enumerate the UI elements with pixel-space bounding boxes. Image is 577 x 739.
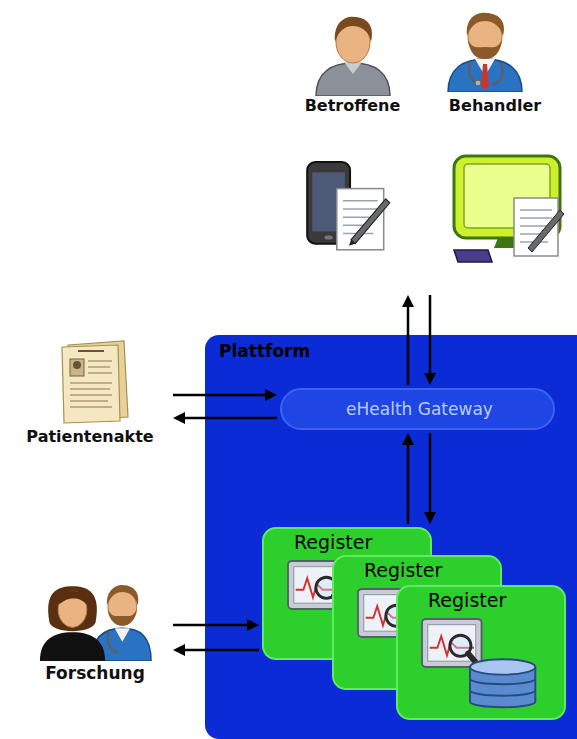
person-node: Behandler xyxy=(420,0,570,292)
smartphone-icon xyxy=(302,158,394,260)
flow-arrow xyxy=(402,433,414,524)
arrow-line xyxy=(407,305,410,385)
icon-part xyxy=(351,199,390,244)
person-icon xyxy=(308,10,398,96)
gateway-band: eHealth Gateway xyxy=(280,388,555,430)
icon-part xyxy=(448,59,522,92)
icon-part xyxy=(78,350,104,352)
arrow-line xyxy=(429,295,432,375)
researchers-icon xyxy=(38,565,153,661)
node-label: Forschung xyxy=(45,663,145,683)
arrow-line xyxy=(183,417,277,420)
arrow-head xyxy=(265,389,277,401)
person-node: Betroffene xyxy=(290,0,415,292)
node-label: Plattform xyxy=(219,341,310,361)
arrow-head xyxy=(424,512,436,524)
node-label: eHealth Gateway xyxy=(346,399,493,419)
flow-arrow xyxy=(173,619,259,631)
icon-part xyxy=(108,609,137,625)
node-label: Behandler xyxy=(449,96,541,115)
icon-part xyxy=(469,62,480,82)
flow-arrow xyxy=(173,389,277,401)
arrow-line xyxy=(173,624,249,627)
icon-part xyxy=(70,361,112,407)
node-label: Register xyxy=(294,531,372,554)
icon-part xyxy=(115,628,130,641)
arrow-head xyxy=(173,412,185,424)
arrow-head xyxy=(402,433,414,445)
node-label: Register xyxy=(428,589,506,612)
icon-part xyxy=(454,250,492,262)
arrow-line xyxy=(183,649,259,652)
arrow-head xyxy=(424,373,436,385)
icon-part xyxy=(70,359,84,376)
arrow-line xyxy=(429,433,432,514)
computer-icon xyxy=(448,152,568,267)
icon-part xyxy=(48,586,97,631)
flow-arrow xyxy=(173,644,259,656)
icon-part xyxy=(475,80,481,86)
icon-part xyxy=(107,585,138,605)
flow-arrow xyxy=(173,412,277,424)
arrow-head xyxy=(402,295,414,307)
patient-file-icon xyxy=(54,337,134,425)
icon-part xyxy=(316,63,390,96)
icon-part xyxy=(468,39,502,59)
arrow-line xyxy=(173,394,267,397)
icon-part xyxy=(470,678,535,695)
register-box: Register xyxy=(396,585,566,720)
node-label: Register xyxy=(364,559,442,582)
platform-box: Plattform eHealth Gateway Register Regist… xyxy=(205,335,577,739)
icon-part xyxy=(470,659,535,674)
arrow-head xyxy=(173,644,185,656)
icon-part xyxy=(528,210,564,252)
icon-part xyxy=(335,17,372,42)
icon-part xyxy=(62,345,120,423)
icon-part xyxy=(58,591,87,606)
record-node: Patientenakte xyxy=(10,335,170,465)
doctor-icon xyxy=(440,6,530,92)
database-icon xyxy=(420,617,545,713)
icon-part xyxy=(349,240,355,246)
arrow-head xyxy=(247,619,259,631)
node-label: Betroffene xyxy=(305,96,401,115)
icon-part xyxy=(337,189,384,250)
flow-arrow xyxy=(402,295,414,385)
icon-part xyxy=(481,64,489,90)
flow-arrow xyxy=(424,295,436,385)
icon-part xyxy=(422,619,482,667)
arrow-line xyxy=(407,443,410,524)
icon-part xyxy=(73,361,81,369)
flow-arrow xyxy=(424,433,436,524)
icon-part xyxy=(325,236,333,240)
node-label: Patientenakte xyxy=(26,427,153,446)
icon-part xyxy=(467,13,504,36)
icon-part xyxy=(108,632,119,651)
icon-part xyxy=(58,591,87,627)
research-node: Forschung xyxy=(20,565,170,690)
icon-part xyxy=(492,62,502,84)
icon-part xyxy=(40,632,105,661)
icon-part xyxy=(344,62,362,74)
